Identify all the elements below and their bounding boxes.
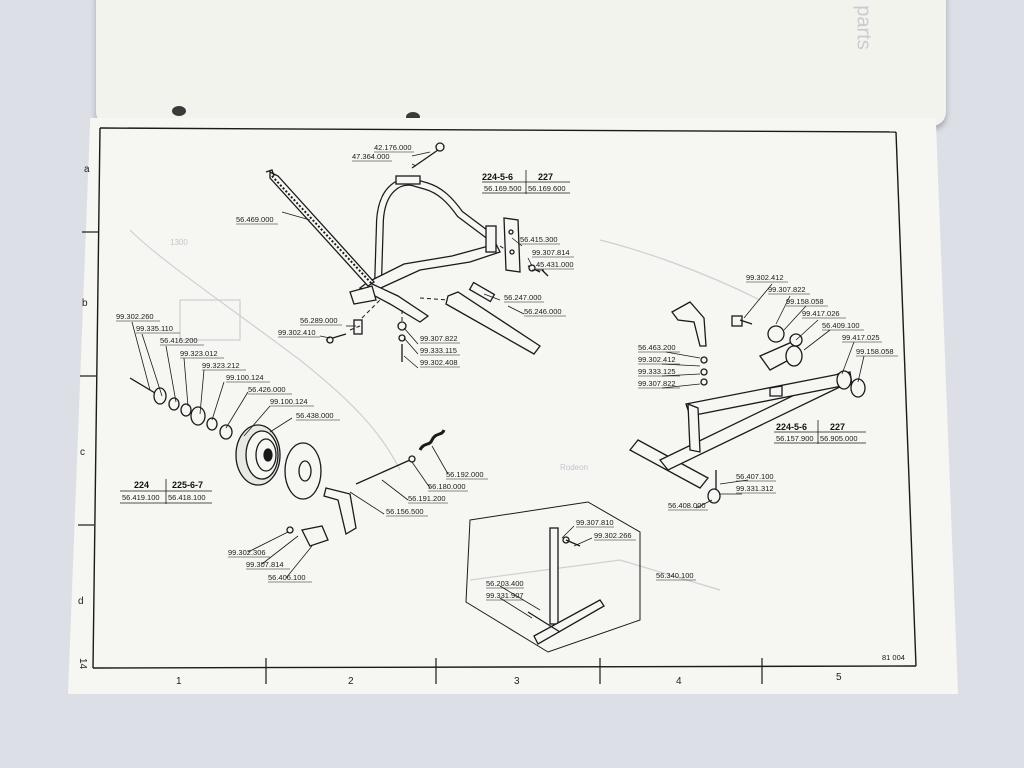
part-number-labels: 42.176.000 47.364.000 56.469.000 56.415.… — [116, 143, 894, 600]
drawing-code: 81 004 — [882, 653, 905, 662]
variant-head: 227 — [538, 172, 553, 182]
part-number: 99.158.058 — [786, 297, 824, 306]
column-label-4: 4 — [676, 676, 682, 687]
drawing-frame — [92, 127, 917, 669]
column-label-1: 1 — [176, 676, 182, 687]
part-number: 56.408.000 — [668, 501, 706, 510]
part-number: 99.307.822 — [768, 285, 806, 294]
part-number: 47.364.000 — [352, 152, 390, 161]
row-label-b: b — [82, 298, 88, 309]
binding-hole — [406, 112, 420, 122]
variant-head: 225-6-7 — [172, 480, 203, 490]
variant-table-right: 224-5-6 227 56.157.900 56.905.000 — [774, 420, 866, 444]
part-number: 56.246.000 — [524, 307, 562, 316]
variant-head: 224-5-6 — [482, 172, 513, 182]
part-number: 56.203.400 — [486, 579, 524, 588]
show-through-text: 1300 — [170, 238, 188, 247]
part-number: 56.191.200 — [408, 494, 446, 503]
row-label-a: a — [84, 164, 90, 175]
part-number: 56.426.000 — [248, 385, 286, 394]
part-number: 99.302.306 — [228, 548, 266, 557]
part-number: 56.247.000 — [504, 293, 542, 302]
part-number: 56.406.100 — [268, 573, 306, 582]
part-number: 99.307.822 — [638, 379, 676, 388]
part-number: 56.416.200 — [160, 336, 198, 345]
variant-head: 227 — [830, 422, 845, 432]
row-label-d: d — [78, 596, 84, 607]
part-number: 99.302.266 — [594, 531, 632, 540]
part-number: 99.307.814 — [532, 248, 570, 257]
zone-ticks — [78, 231, 763, 684]
part-number: 99.158.058 — [856, 347, 894, 356]
part-number: 99.307.814 — [246, 560, 284, 569]
column-label-2: 2 — [348, 676, 354, 687]
part-number: 56.438.000 — [296, 411, 334, 420]
part-number: 99.335.110 — [136, 324, 173, 333]
part-number: 99.302.408 — [420, 358, 458, 367]
handle-frame-assembly — [265, 142, 549, 362]
part-number: 56.340.100 — [656, 571, 694, 580]
part-number: 56.469.000 — [236, 215, 274, 224]
part-number: 56.289.000 — [300, 316, 338, 325]
exploded-view-lines — [349, 245, 507, 331]
variant-head: 224 — [134, 480, 149, 490]
show-through-drawing — [129, 229, 761, 591]
part-number: 99.323.212 — [202, 361, 240, 370]
variant-part-number: 56.905.000 — [820, 434, 858, 443]
part-number: 99.331.312 — [736, 484, 774, 493]
part-number: 56.192.000 — [446, 470, 484, 479]
variant-table-left: 224 225-6-7 56.419.100 56.418.100 — [120, 479, 212, 504]
part-number: 99.302.410 — [278, 328, 316, 337]
part-number: 99.333.115 — [420, 346, 457, 355]
variant-part-number: 56.169.500 — [484, 184, 522, 193]
variant-part-number: 56.169.600 — [528, 184, 566, 193]
leader-lines — [131, 151, 865, 619]
part-number: 56.415.300 — [520, 235, 558, 244]
part-number: 99.302.412 — [638, 355, 676, 364]
column-label-5: 5 — [836, 672, 842, 683]
variant-part-number: 56.419.100 — [122, 493, 160, 502]
part-number: 56.463.200 — [638, 343, 676, 352]
part-number: 99.333.125 — [638, 367, 676, 376]
chassis-assembly — [629, 301, 866, 504]
part-number: 99.417.026 — [802, 309, 840, 318]
variant-table-top: 224-5-6 227 56.169.500 56.169.600 — [482, 170, 570, 194]
facing-page: parts — [96, 0, 946, 126]
variant-head: 224-5-6 — [776, 422, 807, 432]
part-number: 99.100.124 — [270, 397, 308, 406]
part-number: 56.180.000 — [428, 482, 466, 491]
part-number: 99.302.412 — [746, 273, 784, 282]
part-number: 99.323.012 — [180, 349, 218, 358]
part-number: 99.307.822 — [420, 334, 458, 343]
page-number: 14 — [77, 658, 88, 670]
label-underlines — [116, 151, 898, 601]
part-number: 99.331.907 — [486, 591, 524, 600]
show-through-text: Rodeon — [560, 463, 588, 472]
stand-assembly — [465, 501, 641, 653]
row-label-c: c — [80, 447, 85, 458]
part-number: 99.417.025 — [842, 333, 880, 342]
part-number: 99.307.810 — [576, 518, 614, 527]
variant-part-number: 56.418.100 — [168, 493, 206, 502]
part-number: 42.176.000 — [374, 143, 412, 152]
part-number: 56.409.100 — [822, 321, 860, 330]
part-number: 56.407.100 — [736, 472, 774, 481]
binding-hole — [172, 106, 186, 116]
part-number: 99.100.124 — [226, 373, 264, 382]
variant-part-number: 56.157.900 — [776, 434, 814, 443]
part-number: 99.302.260 — [116, 312, 154, 321]
part-number: 45.431.000 — [536, 260, 574, 269]
column-label-3: 3 — [514, 676, 520, 687]
wheel-assembly — [129, 377, 446, 547]
part-number: 56.156.500 — [386, 507, 424, 516]
